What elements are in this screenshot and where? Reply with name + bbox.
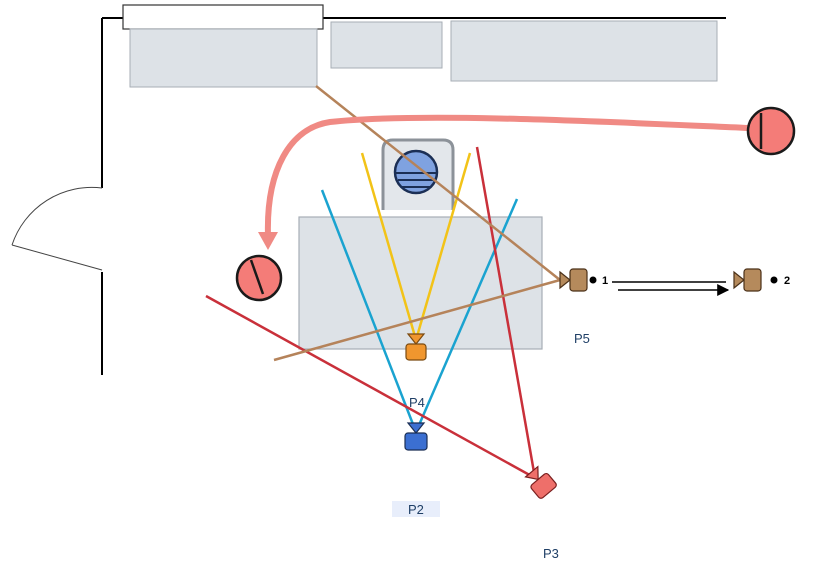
furniture: [122, 4, 718, 350]
camera-icon: [404, 422, 428, 451]
camera-icon: [524, 465, 557, 499]
label-p2: P2: [408, 502, 424, 517]
label-p5: P5: [574, 331, 590, 346]
door: [11, 186, 103, 271]
camera-icon: [733, 268, 762, 292]
position-markers: 1 2: [589, 275, 790, 296]
view-lines: [205, 85, 561, 480]
head-icon: [393, 149, 439, 195]
cabinet-left: [129, 28, 318, 88]
person-icon: [235, 254, 283, 302]
person-icon: [746, 106, 796, 156]
marker-1-label: 1: [602, 275, 608, 287]
shelf-top-left: [122, 4, 324, 30]
camera-icon: [405, 333, 427, 361]
camera-icon: [559, 268, 588, 292]
cabinet-middle: [330, 21, 443, 69]
label-p4: P4: [409, 395, 425, 410]
cabinet-right: [450, 20, 718, 82]
walking-path-arrow: [258, 114, 751, 250]
marker-2-label: 2: [784, 275, 790, 287]
label-p3: P3: [543, 546, 559, 561]
